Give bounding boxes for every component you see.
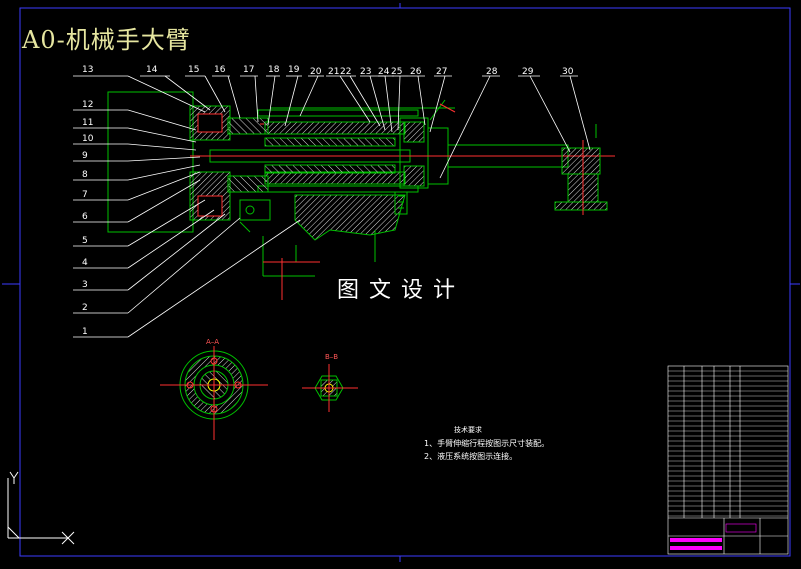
callout-1: 1 [82,327,88,337]
callout-3: 3 [82,280,88,290]
callout-30: 30 [562,67,574,77]
callout-10: 10 [82,134,94,144]
callout-8: 8 [82,170,88,180]
callouts-top: 14 15 16 17 18 19 20 21 22 23 24 25 26 2… [146,65,574,77]
main-assembly-view [107,91,615,300]
callout-18: 18 [268,65,280,75]
callout-24: 24 [378,67,390,77]
section-a-view: A–A [160,338,268,440]
callout-13: 13 [82,65,93,75]
drawing-frame [2,3,800,562]
note-2: 2、液压系统按图示连接。 [424,452,518,461]
callout-4: 4 [82,258,88,268]
callout-6: 6 [82,212,88,222]
drawing-title: A0-机械手大臂 [22,26,191,54]
parts-list-rows [668,370,788,517]
callout-21: 21 [328,67,339,77]
callout-12: 12 [82,100,93,110]
watermark: 图文设计 [337,278,466,303]
ucs-icon [7,471,75,545]
note-1: 1、手臂伸缩行程按图示尺寸装配。 [424,439,550,448]
callout-22: 22 [340,67,351,77]
callout-7: 7 [82,190,88,200]
callout-28: 28 [486,67,498,77]
section-a-label: A–A [206,338,219,346]
callout-2: 2 [82,303,88,313]
section-b-label: B–B [325,353,338,361]
callout-15: 15 [188,65,199,75]
notes-title: 技术要求 [454,426,482,434]
leader-lines [73,75,591,338]
callout-14: 14 [146,65,158,75]
callout-11: 11 [82,118,93,128]
section-b-view: B–B [302,353,358,412]
callout-9: 9 [82,151,88,161]
callout-16: 16 [214,65,226,75]
callout-25: 25 [391,67,402,77]
callout-20: 20 [310,67,322,77]
callout-26: 26 [410,67,422,77]
title-block [667,365,789,555]
callout-19: 19 [288,65,300,75]
callout-29: 29 [522,67,534,77]
callout-27: 27 [436,67,447,77]
callout-17: 17 [243,65,254,75]
callout-5: 5 [82,236,88,246]
callout-23: 23 [360,67,371,77]
callouts-left: 13 12 11 10 9 8 7 6 5 4 3 2 1 [82,65,94,337]
technical-notes: 技术要求 1、手臂伸缩行程按图示尺寸装配。 2、液压系统按图示连接。 [424,424,549,463]
